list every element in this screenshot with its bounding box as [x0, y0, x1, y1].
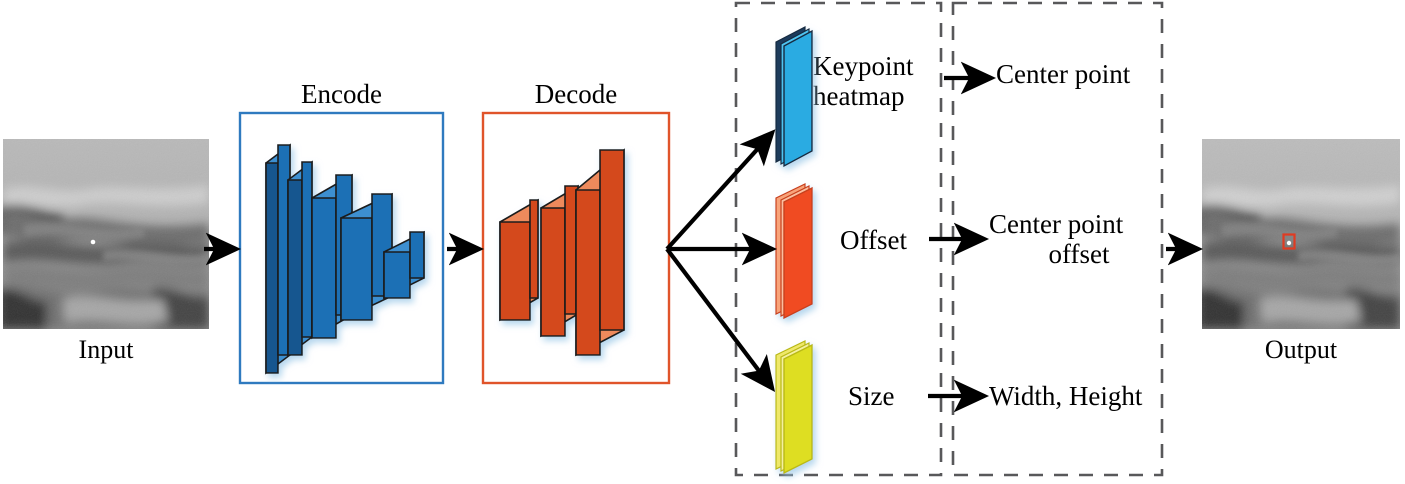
input-label: Input	[78, 335, 134, 364]
output-image	[1202, 139, 1400, 329]
decoder-blocks	[499, 148, 625, 357]
encoder-block-4	[340, 192, 393, 322]
encoder-block-2	[287, 160, 313, 357]
arrow-decode-to-keypoint	[665, 129, 776, 251]
encoder-blocks	[265, 143, 425, 375]
result-label-center-point-offset-line1: Center point	[989, 209, 1124, 239]
decoded-outputs-panel	[951, 1, 1164, 477]
output-label: Output	[1264, 335, 1338, 364]
encoder-block-1	[265, 143, 291, 375]
result-label-center-point-offset-line2: offset	[1048, 239, 1110, 269]
decode-label: Decode	[534, 79, 618, 109]
result-label-center-point: Center point	[996, 59, 1131, 89]
head-slab-keypoint	[775, 26, 813, 168]
head-slab-size	[775, 340, 813, 475]
decoder-block-1	[499, 198, 539, 322]
decoder-block-3	[575, 148, 625, 357]
input-image	[3, 139, 209, 329]
result-label-width-height: Width, Height	[989, 381, 1143, 411]
head-label-offset: Offset	[840, 225, 907, 255]
head-label-keypoint-line1: Keypoint	[813, 51, 914, 81]
prediction-heads-panel	[734, 1, 943, 477]
decoder-block-2	[540, 184, 579, 338]
arrow-decode-to-size	[665, 247, 776, 393]
encoder-block-5	[383, 230, 425, 300]
head-label-size: Size	[848, 381, 895, 411]
head-label-keypoint-line2: heatmap	[813, 81, 905, 111]
head-slab-offset	[775, 183, 813, 320]
encode-label: Encode	[301, 79, 382, 109]
